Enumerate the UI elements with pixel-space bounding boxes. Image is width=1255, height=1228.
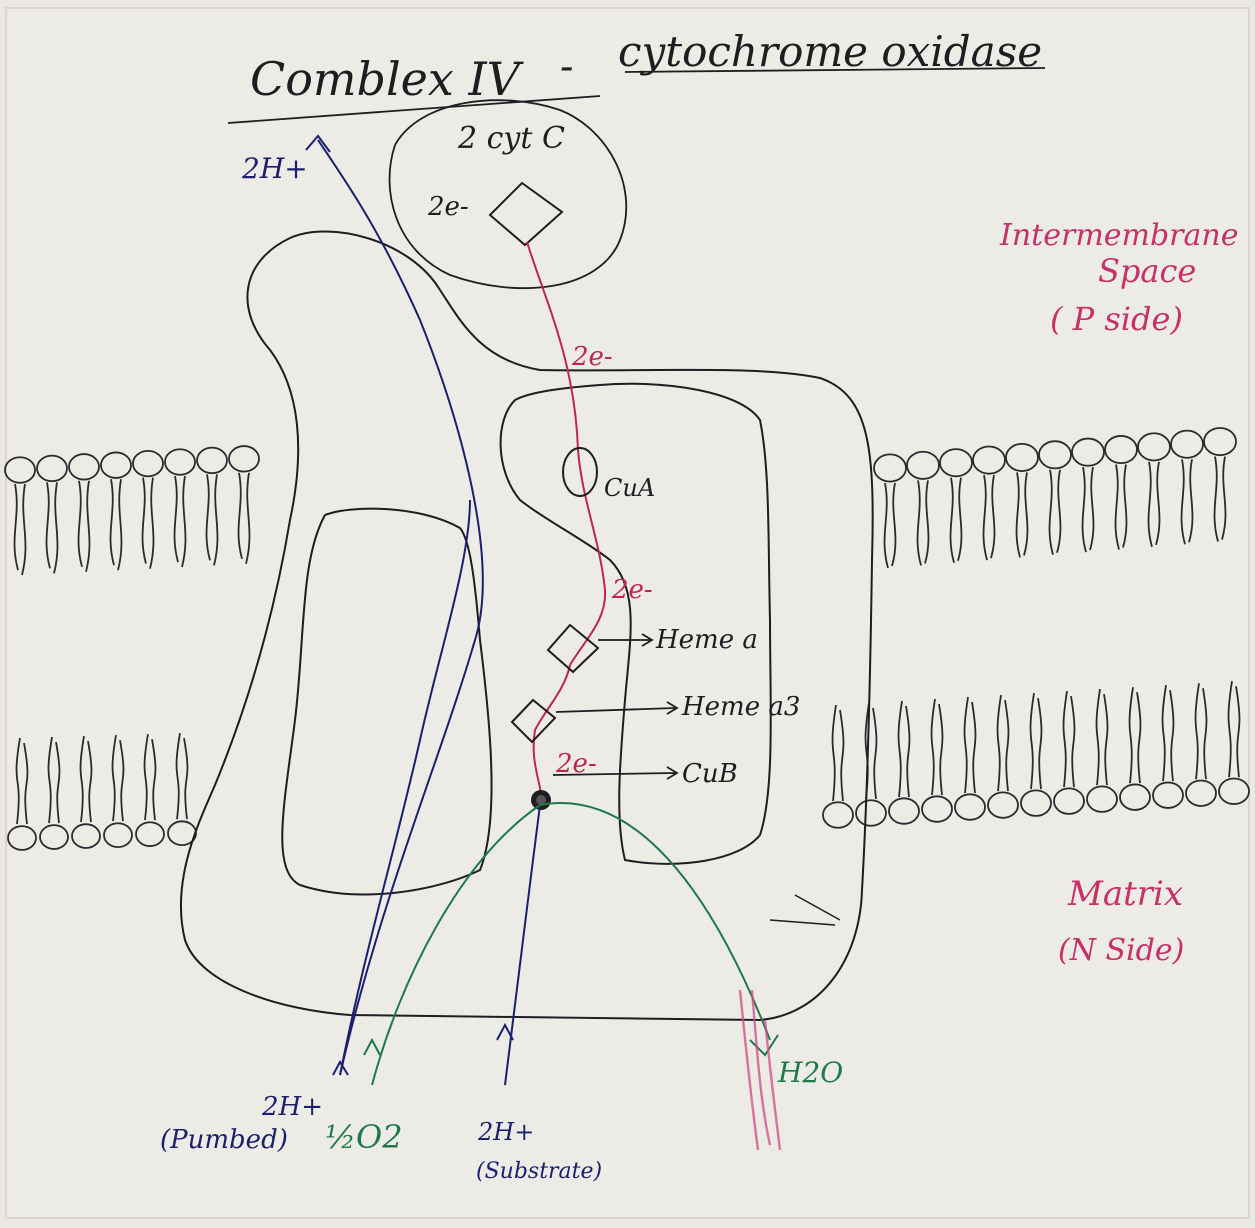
cyt-c-label: 2 cyt C	[457, 121, 565, 156]
matrix-label-line1: Matrix	[1067, 874, 1183, 914]
ims-label-line3: ( P side)	[1050, 300, 1183, 338]
heme-a3-label: Heme a3	[681, 692, 800, 722]
electron-label-3: 2e-	[555, 749, 597, 779]
ims-label-line2: Space	[1098, 252, 1196, 290]
matrix-label-line2: (N Side)	[1058, 933, 1184, 968]
cyt-c-electron-label: 2e-	[427, 192, 469, 222]
proton-out-label: 2H+	[241, 152, 308, 185]
title-separator: -	[560, 44, 574, 90]
substrate-proton-note-label: (Substrate)	[476, 1159, 602, 1184]
cua-label: CuA	[604, 474, 655, 502]
water-product-label: H2O	[777, 1056, 843, 1089]
title-enzyme: cytochrome oxidase	[618, 27, 1042, 76]
oxygen-reactant-label: ½O2	[325, 1118, 403, 1156]
pumped-proton-count-label: 2H+	[261, 1092, 323, 1122]
cub-label: CuB	[682, 759, 738, 789]
ims-label-line1: Intermembrane	[999, 218, 1238, 253]
title-complex: Comblex IV	[250, 52, 525, 106]
heme-a-label: Heme a	[655, 625, 758, 655]
electron-label-1: 2e-	[571, 342, 613, 372]
paper-sheet	[6, 8, 1249, 1218]
pumped-proton-note-label: (Pumbed)	[160, 1125, 288, 1155]
substrate-proton-count-label: 2H+	[477, 1118, 534, 1146]
electron-label-2: 2e-	[611, 575, 653, 605]
